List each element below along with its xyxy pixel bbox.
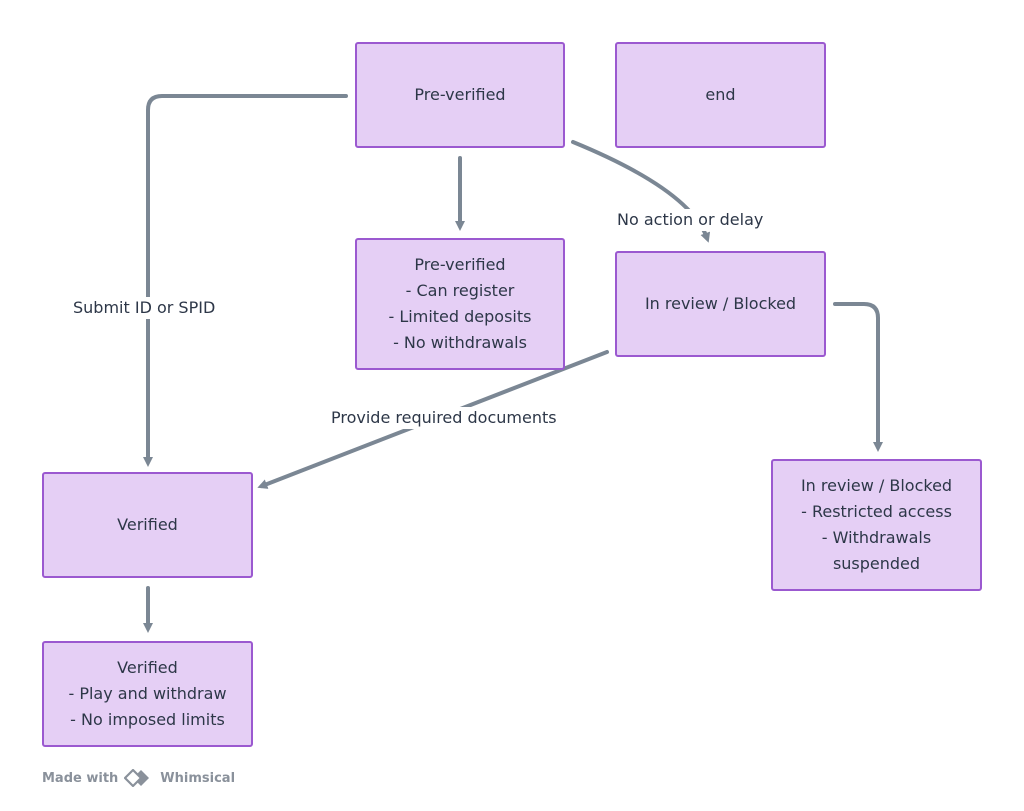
node-line: Pre-verified — [414, 85, 506, 104]
edge-in-review-detail — [833, 302, 883, 452]
node-pre-verified-detail-text: Pre-verified - Can register - Limited de… — [389, 252, 532, 356]
node-end-text: end — [705, 82, 735, 108]
node-end[interactable]: end — [615, 42, 826, 148]
node-in-review-detail[interactable]: In review / Blocked - Restricted access … — [771, 459, 982, 591]
node-pre-verified-text: Pre-verified — [414, 82, 505, 108]
edge-submit-id — [143, 94, 348, 467]
node-line: In review / Blocked — [800, 476, 953, 495]
node-pre-verified-detail[interactable]: Pre-verified - Can register - Limited de… — [355, 238, 565, 370]
node-line: - Play and withdraw — [68, 684, 227, 703]
whimsical-logo-icon — [124, 769, 150, 787]
node-line: In review / Blocked — [644, 294, 797, 313]
node-in-review-text: In review / Blocked — [645, 291, 796, 317]
node-verified-detail-text: Verified - Play and withdraw - No impose… — [68, 655, 226, 733]
node-in-review-detail-text: In review / Blocked - Restricted access … — [801, 473, 952, 577]
edge-label-no-action: No action or delay — [614, 209, 767, 231]
edge-label-provide-docs: Provide required documents — [328, 407, 560, 429]
node-line: suspended — [832, 554, 921, 573]
node-verified-text: Verified — [117, 512, 178, 538]
node-line: - No withdrawals — [393, 333, 527, 352]
node-in-review[interactable]: In review / Blocked — [615, 251, 826, 357]
edge-label-submit-id: Submit ID or SPID — [70, 297, 219, 319]
node-line: - Can register — [405, 281, 515, 300]
node-line: - No imposed limits — [70, 710, 225, 729]
node-line: - Limited deposits — [388, 307, 532, 326]
node-pre-verified[interactable]: Pre-verified — [355, 42, 565, 148]
node-line: Verified — [117, 515, 178, 534]
node-line: - Restricted access — [801, 502, 952, 521]
node-line: end — [705, 85, 736, 104]
node-verified-detail[interactable]: Verified - Play and withdraw - No impose… — [42, 641, 253, 747]
node-line: - Withdrawals — [821, 528, 932, 547]
made-with-whimsical[interactable]: Made with Whimsical — [42, 766, 235, 790]
made-with-label: Made with — [42, 770, 119, 786]
node-line: Pre-verified — [414, 255, 506, 274]
whimsical-brand: Whimsical — [160, 770, 236, 786]
node-line: Verified — [117, 658, 178, 677]
node-verified[interactable]: Verified — [42, 472, 253, 578]
